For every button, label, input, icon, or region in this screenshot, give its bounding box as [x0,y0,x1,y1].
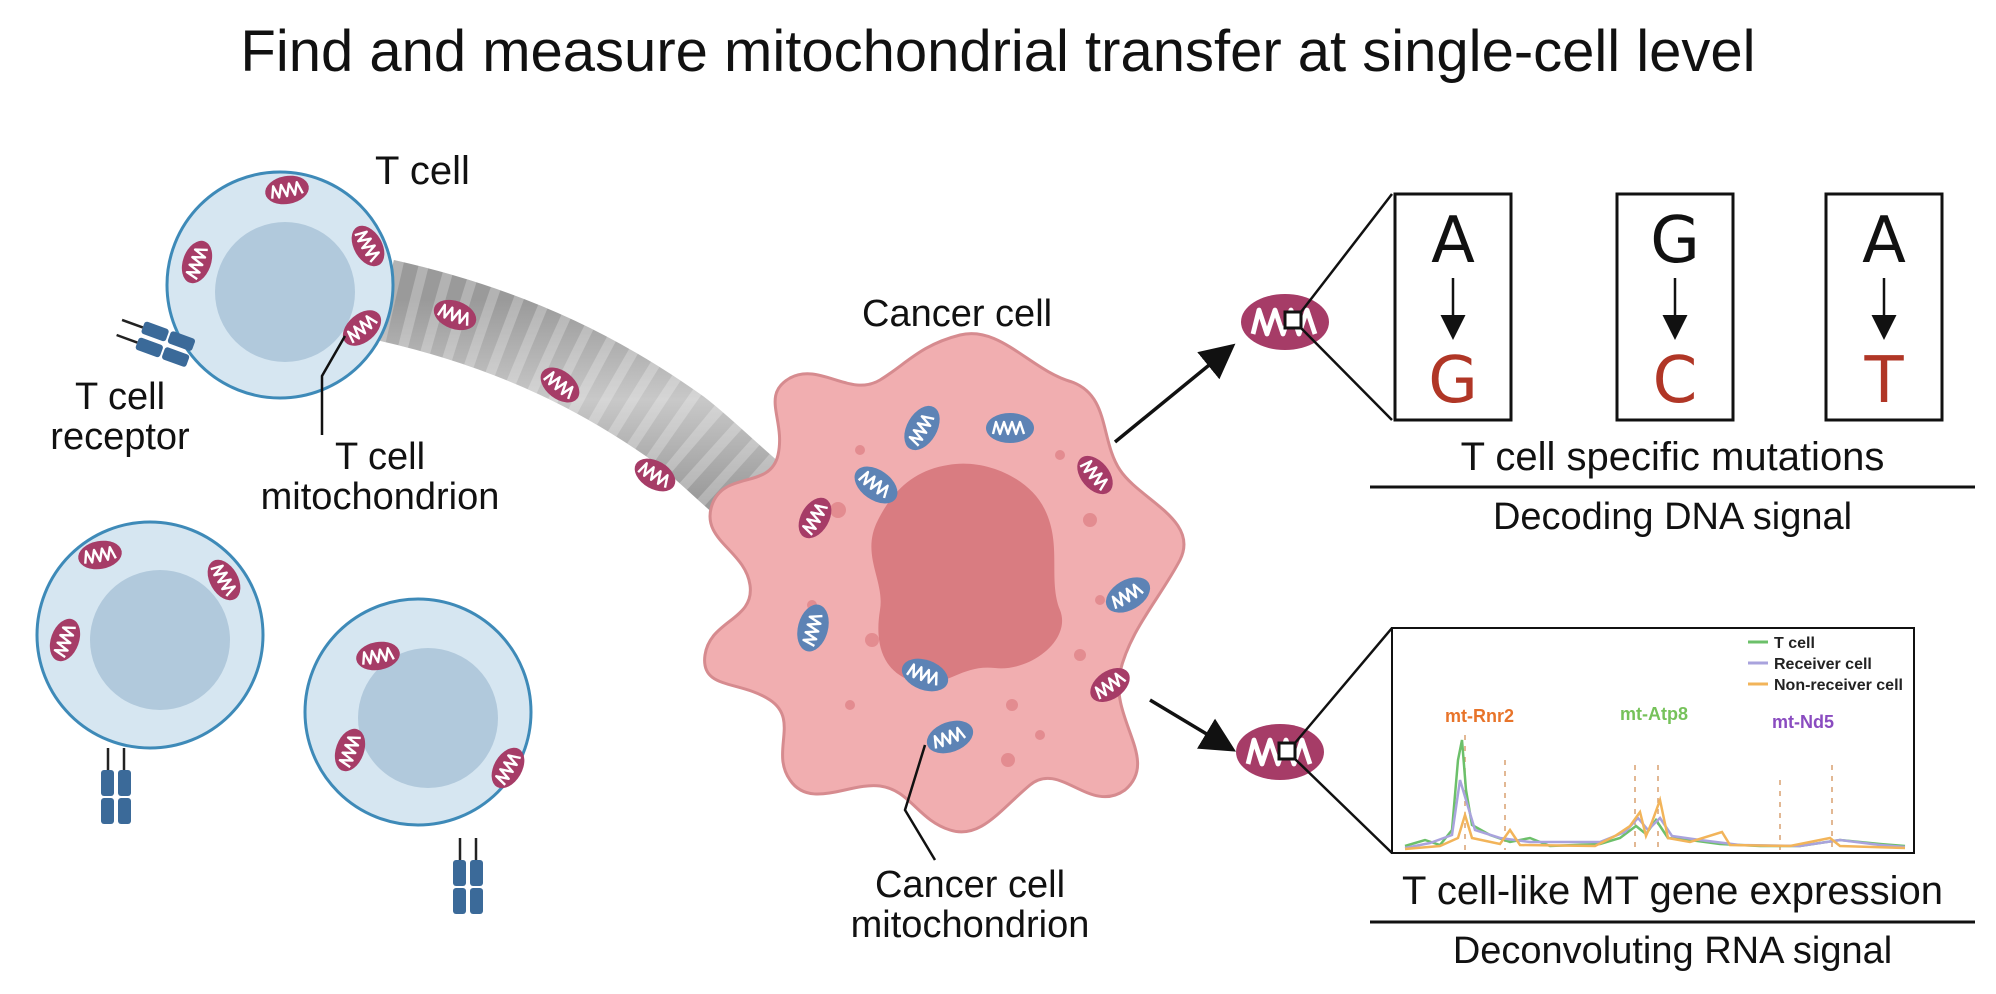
dna-caption: T cell specific mutations [1460,435,1885,479]
mutation-box-1: A G [1393,192,1513,422]
cancer-cell [703,332,1186,861]
t-cell-2 [35,520,265,826]
t-cell-receptor-label: T cell receptor [50,376,190,458]
gene-label-mt-rnr2: mt-Rnr2 [1445,706,1514,726]
mutation-boxes: A G G C A T [1393,192,1944,422]
series-non-receiver-cell [1404,795,1906,851]
mutation-box-2: G C [1615,192,1735,422]
mutation-2-to: C [1653,344,1698,418]
mutation-3-from: A [1862,204,1906,278]
legend-receiver-cell: Receiver cell [1774,656,1872,673]
mutation-1-from: A [1431,204,1475,278]
rna-caption: T cell-like MT gene expression [1402,869,1943,913]
cancer-cell-label: Cancer cell [862,293,1053,335]
gene-label-mt-atp8: mt-Atp8 [1620,704,1688,724]
legend-t-cell: T cell [1774,635,1815,652]
mutation-box-3: A T [1824,192,1944,422]
mutation-3-to: T [1863,344,1904,418]
t-cell-mitochondrion-label: T cell mitochondrion [260,436,500,518]
cancer-cell-mitochondrion-label: Cancer cell mitochondrion [850,864,1090,946]
legend-non-receiver-cell: Non-receiver cell [1774,677,1903,694]
arrow-to-rna [1149,698,1237,752]
t-cell-main [112,170,395,435]
mutation-1-to: G [1428,344,1478,418]
t-cell-3 [303,597,533,916]
arrow-to-dna [1113,343,1236,444]
mutation-2-from: G [1650,204,1700,278]
dna-mitochondrion-zoom [1241,193,1393,421]
gene-label-mt-nd5: mt-Nd5 [1772,712,1834,732]
nanotube [376,259,787,532]
page-title: Find and measure mitochondrial transfer … [240,19,1756,84]
dna-subcaption: Decoding DNA signal [1492,496,1853,538]
rna-mitochondrion-zoom [1236,627,1393,854]
rna-subcaption: Deconvoluting RNA signal [1452,930,1893,972]
expression-plot: T cell Receiver cell Non-receiver cell m… [1391,627,1915,854]
chart-legend: T cell Receiver cell Non-receiver cell [1748,635,1903,694]
t-cell-label: T cell [375,149,470,193]
